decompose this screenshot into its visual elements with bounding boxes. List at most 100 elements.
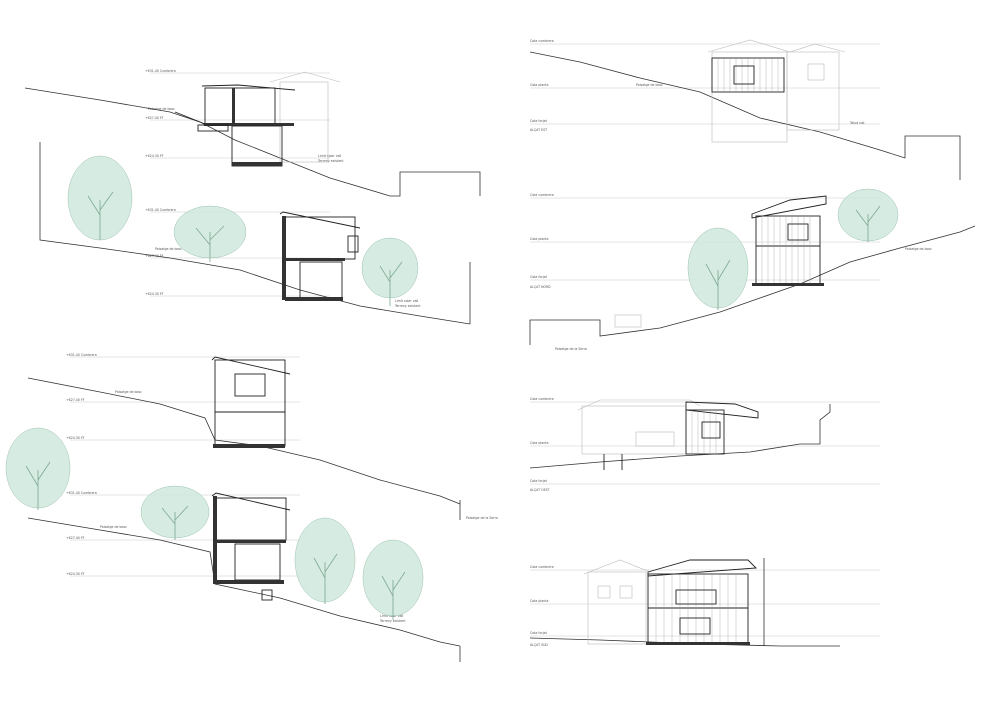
tree — [67, 155, 133, 241]
level-label: +627.40 FF — [66, 398, 85, 402]
lower-floor — [234, 543, 281, 581]
window — [675, 589, 717, 605]
level-label: Cota cumbrera — [530, 397, 554, 401]
car-ghost — [614, 314, 642, 328]
foundation-cut — [285, 297, 343, 301]
elevation-title: ALÇAT OEST — [530, 488, 550, 492]
level-label: +631.40 Cumbrera — [145, 208, 176, 212]
cladding-lines — [691, 410, 717, 454]
roof — [211, 356, 291, 375]
annotation: Terreny existent — [317, 159, 344, 163]
base-line — [752, 283, 824, 286]
annotation: Terreny existent — [394, 304, 421, 308]
elevation-title: ALÇAT SUD — [530, 643, 548, 647]
section-a: +631.40 Cumbrera +627.40 FF +624.30 FF P… — [24, 69, 481, 197]
upper-floor — [204, 87, 276, 125]
slab-cut — [204, 123, 294, 126]
tree — [837, 188, 899, 242]
annotation: Limit solar vall — [395, 299, 418, 303]
tree — [687, 227, 749, 310]
window — [679, 617, 711, 635]
level-label: +624.30 FF — [145, 154, 164, 158]
level-label: Cota planta — [530, 83, 549, 87]
level-label: Cota forjat — [530, 631, 548, 635]
tree — [294, 517, 356, 604]
tree — [140, 485, 210, 540]
access-stair — [174, 111, 206, 125]
foundation-cut — [213, 444, 285, 448]
roof — [279, 211, 361, 229]
level-label: +624.30 FF — [145, 292, 164, 296]
wall-cut — [232, 88, 235, 126]
annotation: Paisatge de bosc — [100, 525, 127, 529]
cladded-volume — [685, 409, 725, 455]
annotation: Limit solar vall — [318, 154, 341, 158]
upper-floor — [215, 497, 287, 541]
roof — [211, 492, 291, 511]
annotation: Paisatge de bosc — [905, 247, 932, 251]
terrain-line — [24, 87, 481, 197]
terrain-line — [529, 51, 961, 180]
level-label: Cota planta — [530, 599, 549, 603]
slab-cut — [214, 540, 286, 543]
lower-floor — [299, 261, 343, 299]
foundation-cut — [216, 580, 284, 584]
terrain-line — [529, 404, 831, 469]
window — [347, 235, 359, 253]
level-label: Cota forjat — [530, 119, 548, 123]
elevation-title: ALÇAT EST — [530, 128, 547, 132]
level-label: +624.30 FF — [66, 436, 85, 440]
window — [733, 65, 755, 85]
level-label: Cota forjat — [530, 479, 548, 483]
roof — [201, 84, 296, 91]
terrace — [197, 124, 229, 132]
section-b: +631.40 Cumbrera +627.40 FF +624.30 FF P… — [39, 142, 471, 325]
level-label: +631.40 Cumbrera — [66, 353, 97, 357]
level-label: Cota forjat — [530, 275, 548, 279]
tree — [362, 539, 424, 620]
annotation: Paisatge de la Serra — [466, 516, 498, 520]
elevation-title: ALÇAT NORD — [530, 285, 551, 289]
annotation: Paisatge de bosc — [636, 83, 663, 87]
level-label: +627.40 FF — [145, 116, 164, 120]
cladding-lines — [655, 574, 737, 644]
level-label: +627.40 FF — [66, 536, 85, 540]
cladded-volume — [647, 573, 749, 645]
annotation: Paisatge de bosc — [148, 107, 175, 111]
existing-house-ghost — [279, 81, 329, 163]
section-c: +631.40 Cumbrera +627.40 FF +624.30 FF P… — [27, 353, 461, 505]
cladding-lines — [717, 58, 779, 92]
elevation-1: Cota cumbrera Cota planta Cota forjat AL… — [529, 39, 961, 180]
elevation-4: Cota cumbrera Cota planta Cota forjat AL… — [529, 558, 880, 647]
existing-house-ghost — [581, 405, 687, 455]
level-label: +631.40 Cumbrera — [66, 491, 97, 495]
window — [701, 421, 721, 439]
terrain-line — [27, 517, 461, 647]
foundation-cut — [232, 162, 282, 166]
base-line — [646, 642, 750, 645]
level-label: Cota cumbrera — [530, 193, 554, 197]
window — [787, 223, 809, 241]
annotation: Talud nat — [849, 121, 865, 125]
slab-cut — [283, 258, 345, 261]
terrain-line — [529, 225, 976, 345]
lower-floor — [231, 125, 283, 167]
level-label: Cota cumbrera — [530, 565, 554, 569]
tree — [173, 205, 247, 262]
roof — [751, 195, 827, 219]
section-d: +631.40 Cumbrera +627.40 FF +624.30 FF P… — [5, 427, 498, 662]
upper-floor — [214, 359, 286, 413]
terrain-line — [39, 142, 471, 325]
tree — [361, 237, 419, 306]
roof — [685, 401, 759, 419]
annotation: Paisatge de bosc — [155, 247, 182, 251]
existing-house-ghost — [711, 51, 788, 143]
annotation: Terreny existent — [379, 619, 406, 623]
terrain-line — [27, 377, 461, 505]
existing-house-ghost — [587, 571, 647, 645]
level-label: Cota planta — [530, 441, 549, 445]
window — [234, 373, 266, 397]
level-label: Cota planta — [530, 237, 549, 241]
annotation: Paisatge de bosc — [115, 390, 142, 394]
